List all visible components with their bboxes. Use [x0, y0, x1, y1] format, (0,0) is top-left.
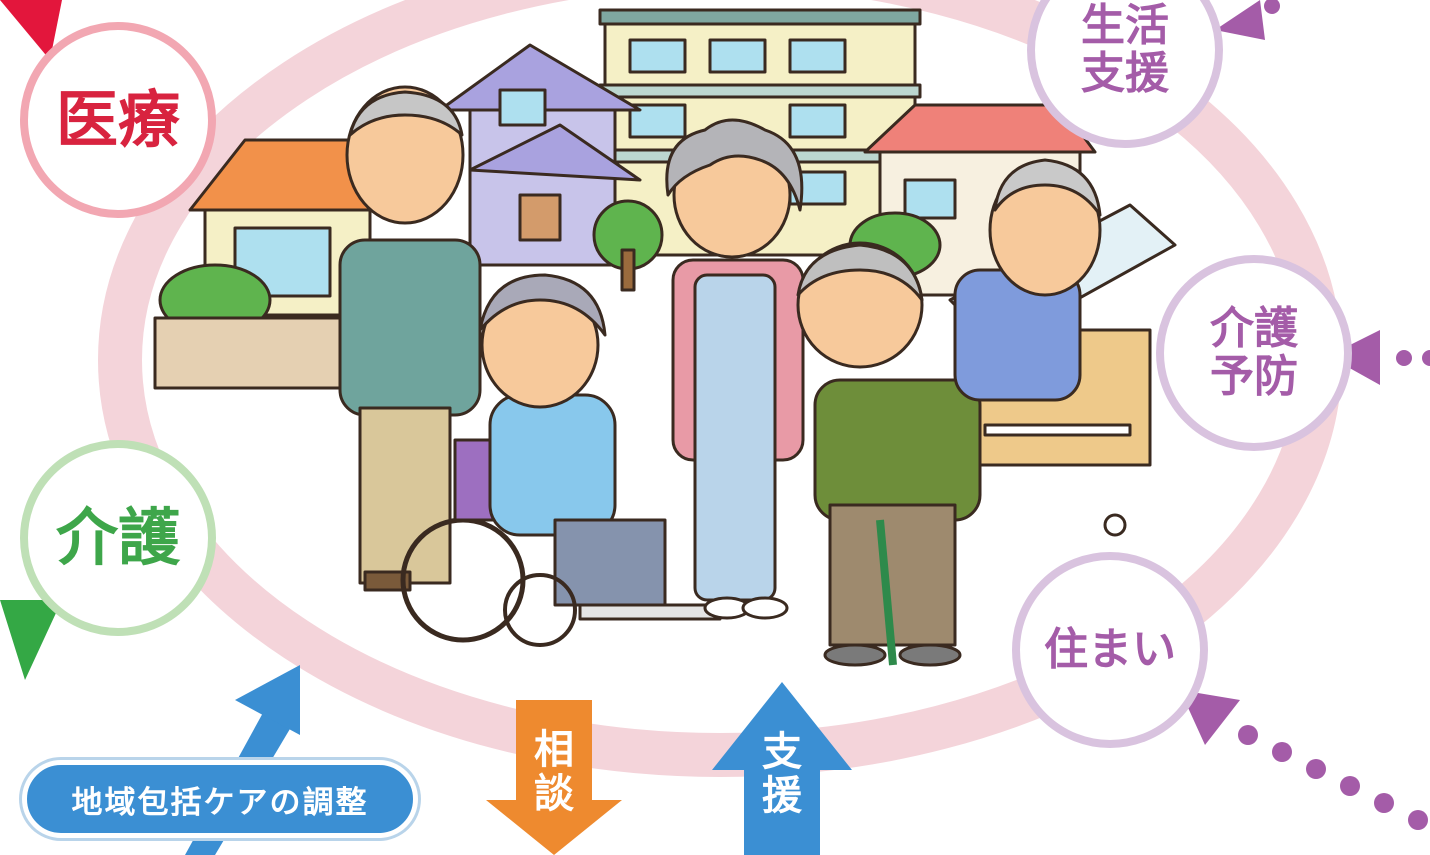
care-prevention-node: 介護 予防	[1156, 255, 1352, 451]
town-illustration	[153, 8, 1177, 667]
medical-node: 医療	[20, 22, 216, 218]
care-node: 介護	[20, 440, 216, 636]
consult-arrow-label: 相 談	[534, 727, 574, 817]
care-prevention-label: 介護 予防	[1210, 303, 1298, 402]
purple-dotted-line	[1238, 725, 1428, 830]
care-coordination-label: 地域包括ケアの調整	[71, 784, 369, 821]
care-coordination-badge: 地域包括ケアの調整	[22, 760, 418, 838]
green-arrow-tip	[0, 600, 62, 680]
support-arrow-label: 支 援	[762, 729, 802, 819]
support-arrow	[712, 682, 852, 855]
purple-arrow-bottom	[1180, 690, 1240, 745]
housing-label: 住まい	[1044, 624, 1176, 676]
medical-label: 医療	[55, 82, 180, 156]
red-arrow-tip	[0, 0, 62, 60]
purple-arrow-top	[1215, 0, 1265, 40]
life-support-label: 生活 支援	[1081, 0, 1169, 99]
housing-node: 住まい	[1012, 552, 1208, 748]
care-label: 介護	[55, 500, 180, 574]
purple-arrow-right	[1328, 330, 1380, 385]
consult-arrow	[486, 700, 622, 855]
